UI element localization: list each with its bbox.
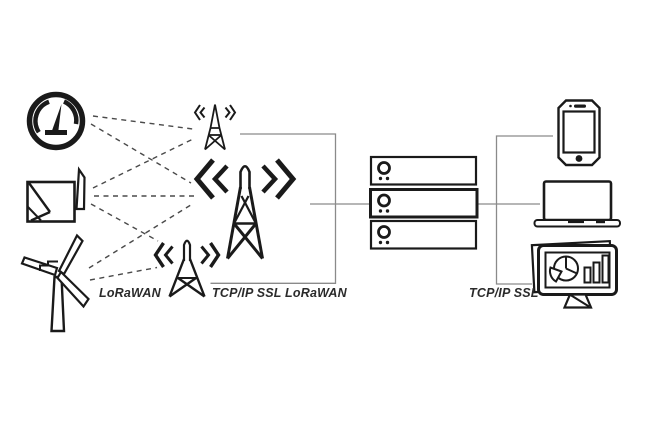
turbine-nacelle bbox=[39, 260, 58, 271]
box-detail-line-1 bbox=[28, 182, 51, 213]
bar-1 bbox=[583, 266, 592, 284]
box-detail-line-3 bbox=[27, 206, 42, 222]
radio-tower-small-bottom-icon bbox=[153, 239, 221, 298]
radio-tower-main-icon bbox=[193, 158, 297, 260]
wave-left-outer bbox=[153, 242, 165, 268]
bar-2 bbox=[592, 261, 601, 284]
gateway-bracket-line bbox=[210, 133, 337, 284]
tower-mast bbox=[209, 104, 221, 129]
link-gauge-gateway-top bbox=[92, 115, 194, 130]
server-unit-2 bbox=[369, 188, 479, 219]
phone-home-button bbox=[575, 155, 583, 162]
radio-tower-small-top-icon bbox=[193, 104, 237, 151]
link-box-gateway-bottom bbox=[90, 203, 159, 242]
monitor-stand-line bbox=[569, 294, 590, 308]
pie-detached-slice bbox=[548, 266, 563, 283]
server-led-dot bbox=[385, 176, 390, 181]
box-detail-line-2 bbox=[30, 210, 51, 222]
link-box-gateway-top bbox=[92, 138, 194, 189]
server-led-dot bbox=[378, 209, 383, 213]
tower-cross-1 bbox=[207, 134, 226, 151]
tower-cross-2 bbox=[204, 134, 223, 151]
backbone-lines bbox=[210, 133, 553, 285]
gauge-arc-right bbox=[62, 99, 79, 125]
client-bracket-line bbox=[495, 135, 553, 285]
wave-right-outer bbox=[209, 242, 221, 268]
tower-capsule-tip bbox=[182, 239, 192, 261]
phone-camera-dot bbox=[569, 104, 572, 108]
wave-left-inner bbox=[163, 245, 174, 265]
tower-leg-left bbox=[168, 258, 186, 297]
server-led-dot bbox=[385, 240, 390, 245]
radio-waves-icon bbox=[193, 104, 237, 121]
smartphone-icon bbox=[557, 99, 601, 167]
gauge-ring bbox=[26, 91, 86, 151]
laptop-screen bbox=[542, 180, 613, 222]
phone-screen bbox=[562, 110, 596, 154]
server-unit-1 bbox=[369, 155, 478, 186]
server-led-dot bbox=[385, 209, 390, 213]
link-turbine-gateway-bottom bbox=[89, 266, 158, 281]
sensor-box-body bbox=[26, 180, 76, 223]
wave-left-outer bbox=[193, 104, 201, 121]
tower-leg-left bbox=[204, 127, 212, 150]
tower-cross-2 bbox=[226, 222, 258, 260]
tower-leg-right bbox=[218, 127, 226, 150]
server-unit-3 bbox=[369, 219, 478, 250]
gauge-arc-left bbox=[33, 99, 50, 134]
turbine-blade-up bbox=[57, 233, 84, 276]
antenna-box-icon bbox=[26, 166, 86, 223]
wave-left-inner bbox=[199, 106, 206, 119]
radio-waves-icon bbox=[153, 242, 221, 268]
pie-chart-icon bbox=[548, 255, 579, 283]
label-lorawan: LoRaWAN bbox=[99, 286, 161, 300]
server-rack-icon bbox=[369, 155, 479, 250]
laptop-icon bbox=[533, 180, 621, 228]
server-knob-icon bbox=[377, 225, 391, 239]
device-gateway-dashed-links bbox=[88, 115, 195, 281]
server-led-dot bbox=[378, 240, 383, 245]
link-gauge-gateway-main bbox=[90, 123, 192, 184]
laptop-notch bbox=[568, 220, 584, 224]
wave-left-outer bbox=[193, 158, 215, 200]
gauge-needle bbox=[51, 104, 62, 134]
tower-leg-right bbox=[188, 258, 206, 297]
wave-left-inner bbox=[211, 164, 229, 194]
phone-speaker bbox=[574, 104, 586, 108]
gauge-icon bbox=[26, 91, 86, 151]
tower-cross-1 bbox=[177, 277, 206, 298]
laptop-base-mark bbox=[596, 221, 605, 224]
bar-chart-icon bbox=[583, 254, 610, 284]
tower-cross-2 bbox=[168, 277, 197, 298]
radio-waves-strong-icon bbox=[193, 158, 297, 200]
wave-right-inner bbox=[200, 245, 211, 265]
link-turbine-gateway-main bbox=[88, 202, 195, 269]
wind-turbine-icon bbox=[20, 233, 90, 333]
server-unit-body bbox=[369, 155, 478, 186]
pie-radius-right bbox=[565, 267, 578, 275]
wave-right-outer bbox=[275, 158, 297, 200]
tower-cross-1 bbox=[232, 222, 264, 260]
bar-3 bbox=[601, 254, 610, 284]
gauge-bar bbox=[45, 130, 67, 135]
tower-upper-cross-2 bbox=[233, 195, 250, 225]
monitor-chart-icon bbox=[530, 239, 618, 309]
wave-right-inner bbox=[261, 164, 279, 194]
server-knob-icon bbox=[377, 161, 391, 175]
server-led-dot bbox=[378, 176, 383, 181]
server-unit-body bbox=[369, 188, 479, 219]
turbine-pole bbox=[50, 275, 66, 333]
wave-right-inner bbox=[224, 106, 231, 119]
tower-capsule-tip bbox=[239, 165, 251, 189]
label-tcpip-ssl-lorawan: TCP/IP SSL LoRaWAN bbox=[212, 286, 347, 300]
turbine-blade-down bbox=[56, 270, 90, 309]
label-tcpip-ssl: TCP/IP SSL bbox=[469, 286, 539, 300]
antenna-mast bbox=[75, 166, 86, 211]
wave-right-outer bbox=[229, 104, 237, 121]
server-unit-body bbox=[369, 219, 478, 250]
server-knob-icon bbox=[377, 193, 391, 208]
tower-upper-cross-1 bbox=[240, 195, 257, 225]
